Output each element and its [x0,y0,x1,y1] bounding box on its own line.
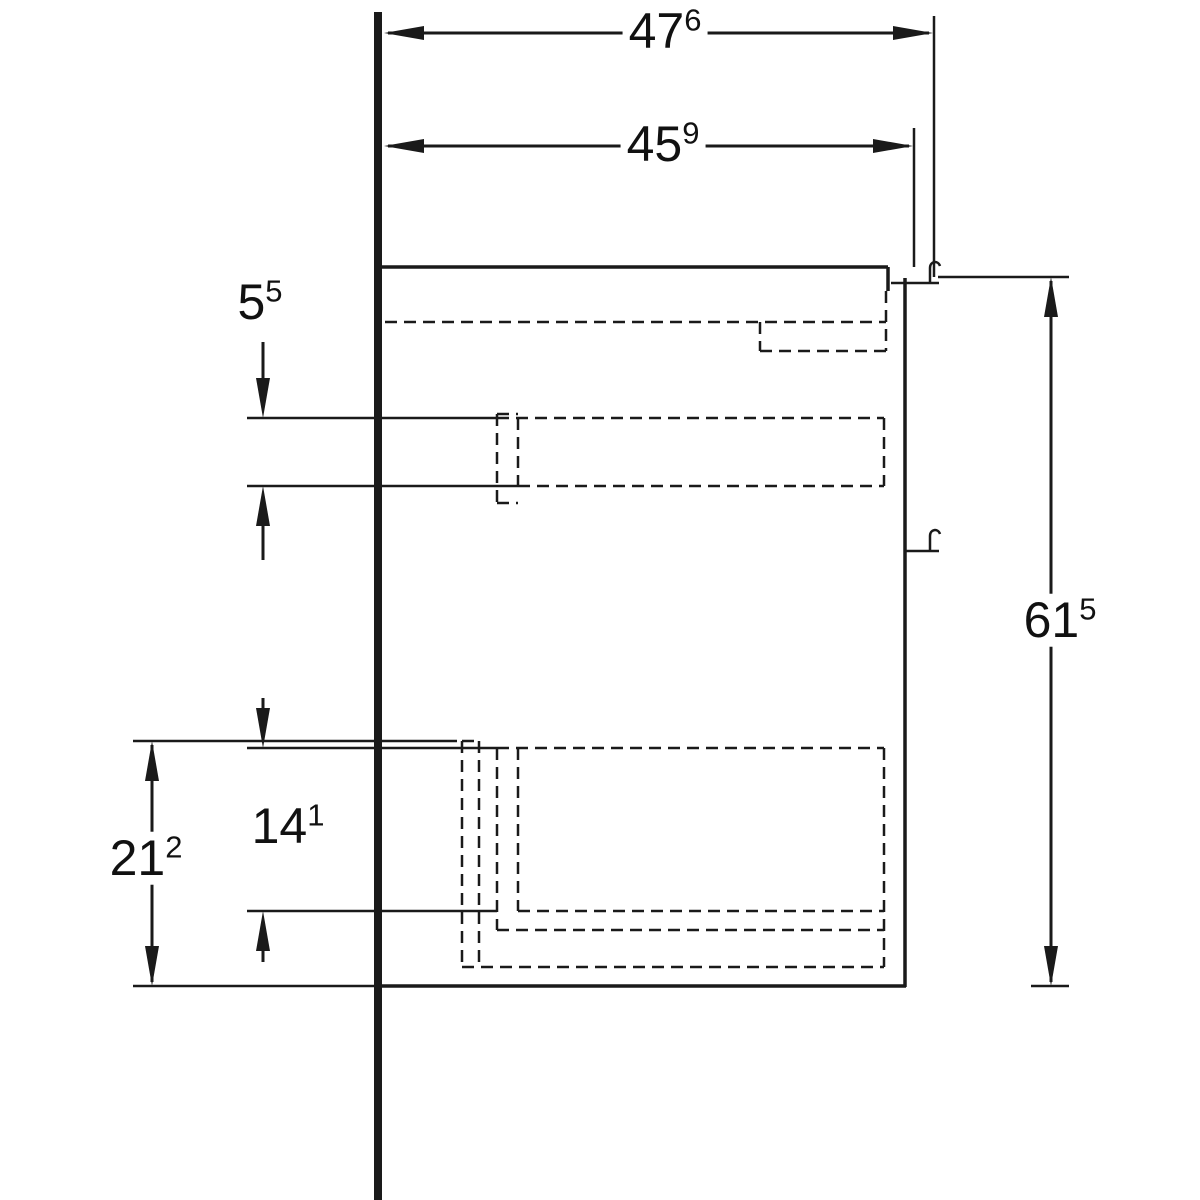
dim-superscript: 2 [165,829,183,865]
cabinet-outline [377,265,907,988]
arrow-down-icon [256,708,270,748]
arrow-down-icon [1044,946,1058,986]
dim-value: 47 [628,2,685,59]
hidden-lines-lower-drawer [460,739,886,969]
dim-superscript: 5 [1079,591,1097,627]
dim-value: 21 [109,829,166,886]
arrow-left-icon [384,139,424,153]
dim-superscript: 9 [682,115,700,151]
dimension-upper-left [247,342,518,560]
dim-value: 61 [1023,591,1080,648]
arrow-up-icon [256,486,270,526]
arrow-up-icon [145,741,159,781]
dim-value: 14 [251,797,308,854]
dim-label-right-height: 615 [1017,591,1103,648]
mounting-bracket-top [891,260,942,285]
arrow-right-icon [873,139,913,153]
dimension-lower-left-inner [247,698,497,962]
dim-label-top-width-inner: 459 [620,115,706,172]
hidden-lines-upper-drawer [495,412,886,505]
arrow-right-icon [893,26,933,40]
dim-label-top-width-outer: 476 [622,2,708,59]
dim-superscript: 6 [684,2,702,38]
arrow-down-icon [256,378,270,418]
dim-label-lower-left-outer: 212 [103,829,189,886]
dim-superscript: 5 [265,273,283,309]
dim-value: 45 [626,115,683,172]
dim-label-upper-left: 55 [231,273,289,330]
dim-superscript: 1 [307,797,325,833]
arrow-up-icon [256,911,270,951]
arrow-down-icon [145,946,159,986]
dim-value: 5 [237,273,266,330]
hidden-lines-top-panel [385,291,888,353]
dim-label-lower-left-inner: 141 [245,797,331,854]
mounting-bracket-lower [905,528,942,553]
arrow-left-icon [384,26,424,40]
arrow-up-icon [1044,277,1058,317]
